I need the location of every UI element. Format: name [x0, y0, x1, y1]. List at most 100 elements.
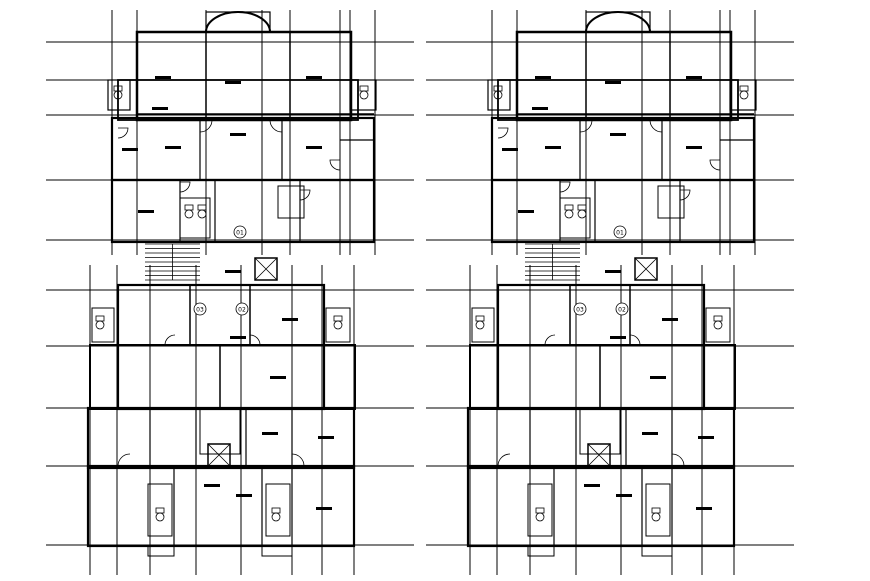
room-label — [616, 494, 632, 497]
room-label — [605, 270, 621, 273]
room-label — [662, 318, 678, 321]
lift-shaft — [254, 257, 278, 281]
bedroom-zone-walls — [490, 178, 756, 244]
column-tag: 02 — [235, 302, 249, 316]
lower-bedroom-walls — [466, 406, 736, 470]
toilet-tank — [739, 85, 749, 92]
room-label — [316, 507, 332, 510]
toilet-fixture — [651, 507, 661, 522]
room-label — [225, 270, 241, 273]
toilet-fixture — [95, 315, 105, 330]
living-zone-walls — [110, 116, 376, 182]
toilet-tank — [184, 204, 194, 211]
lower-upper-walls — [116, 283, 326, 411]
door-swing — [629, 334, 641, 346]
living-zone-walls — [490, 116, 756, 182]
toilet-fixture — [577, 204, 587, 219]
bath-room — [559, 197, 591, 239]
utility-room — [199, 407, 241, 455]
bay-window — [205, 11, 271, 33]
room-label — [306, 146, 322, 149]
door-swing — [329, 159, 341, 171]
room-label — [282, 318, 298, 321]
room-label — [225, 81, 241, 84]
room-label — [165, 146, 181, 149]
toilet-bowl — [271, 512, 281, 522]
door-swing — [709, 159, 721, 171]
column-tag-circle — [615, 302, 629, 316]
toilet-tank — [197, 204, 207, 211]
bath-room — [645, 483, 671, 537]
door-swing — [117, 453, 131, 467]
bath-room — [179, 197, 211, 239]
toilet-fixture — [493, 85, 503, 100]
toilet-tank — [651, 507, 661, 514]
column-tag-circle — [613, 225, 627, 239]
toilet-fixture — [739, 85, 749, 100]
balcony — [527, 545, 555, 557]
room-label — [532, 107, 548, 110]
room-label — [236, 494, 252, 497]
bath-room — [147, 483, 173, 537]
toilet-fixture — [184, 204, 194, 219]
door-swing — [291, 453, 305, 467]
toilet-tank — [713, 315, 723, 322]
toilet-tank — [333, 315, 343, 322]
staircase — [525, 243, 580, 281]
room-label — [686, 76, 702, 79]
utility-room — [579, 407, 621, 455]
door-swing — [269, 119, 283, 133]
toilet-fixture — [113, 85, 123, 100]
toilet-tank — [564, 204, 574, 211]
toilet-room — [107, 79, 131, 111]
lift-shaft — [587, 443, 611, 467]
bath-room — [265, 483, 291, 537]
toilet-room — [91, 307, 115, 343]
door-swing — [579, 119, 593, 133]
door-swing — [559, 181, 571, 193]
bay-window-arc — [205, 11, 271, 33]
column-tag: 03 — [573, 302, 587, 316]
column-tag-circle — [573, 302, 587, 316]
toilet-room — [471, 307, 495, 343]
bay-window-arc — [585, 11, 651, 33]
column-tag-circle — [233, 225, 247, 239]
toilet-tank — [359, 85, 369, 92]
room-label — [270, 376, 286, 379]
toilet-tank — [475, 315, 485, 322]
lower-bottom-walls — [466, 464, 736, 548]
door-swing — [249, 334, 261, 346]
toilet-bowl — [564, 209, 574, 219]
toilet-bowl — [493, 90, 503, 100]
toilet-bowl — [713, 320, 723, 330]
door-swing — [179, 181, 191, 193]
toilet-fixture — [155, 507, 165, 522]
lift-outline — [254, 257, 278, 281]
door-swing — [679, 189, 691, 201]
room-label — [698, 436, 714, 439]
room-label — [306, 76, 322, 79]
column-tag-circle — [235, 302, 249, 316]
door-swing — [497, 453, 511, 467]
column-tag-text: 03 — [196, 307, 204, 314]
toilet-fixture — [359, 85, 369, 100]
toilet-bowl — [739, 90, 749, 100]
column-tag: 03 — [193, 302, 207, 316]
room-label — [584, 484, 600, 487]
room-label — [605, 81, 621, 84]
column-tag: 01 — [613, 225, 627, 239]
staircase — [145, 243, 200, 281]
toilet-bowl — [651, 512, 661, 522]
toilet-tank — [271, 507, 281, 514]
mid-band-walls — [497, 79, 739, 121]
toilet-room — [705, 307, 731, 343]
toilet-fixture — [197, 204, 207, 219]
room-label — [686, 146, 702, 149]
column-tag: 02 — [615, 302, 629, 316]
column-tag-text: 03 — [576, 307, 584, 314]
door-swing — [117, 127, 129, 139]
toilet-fixture — [475, 315, 485, 330]
bath-room — [527, 483, 553, 537]
door-swing — [497, 127, 509, 139]
